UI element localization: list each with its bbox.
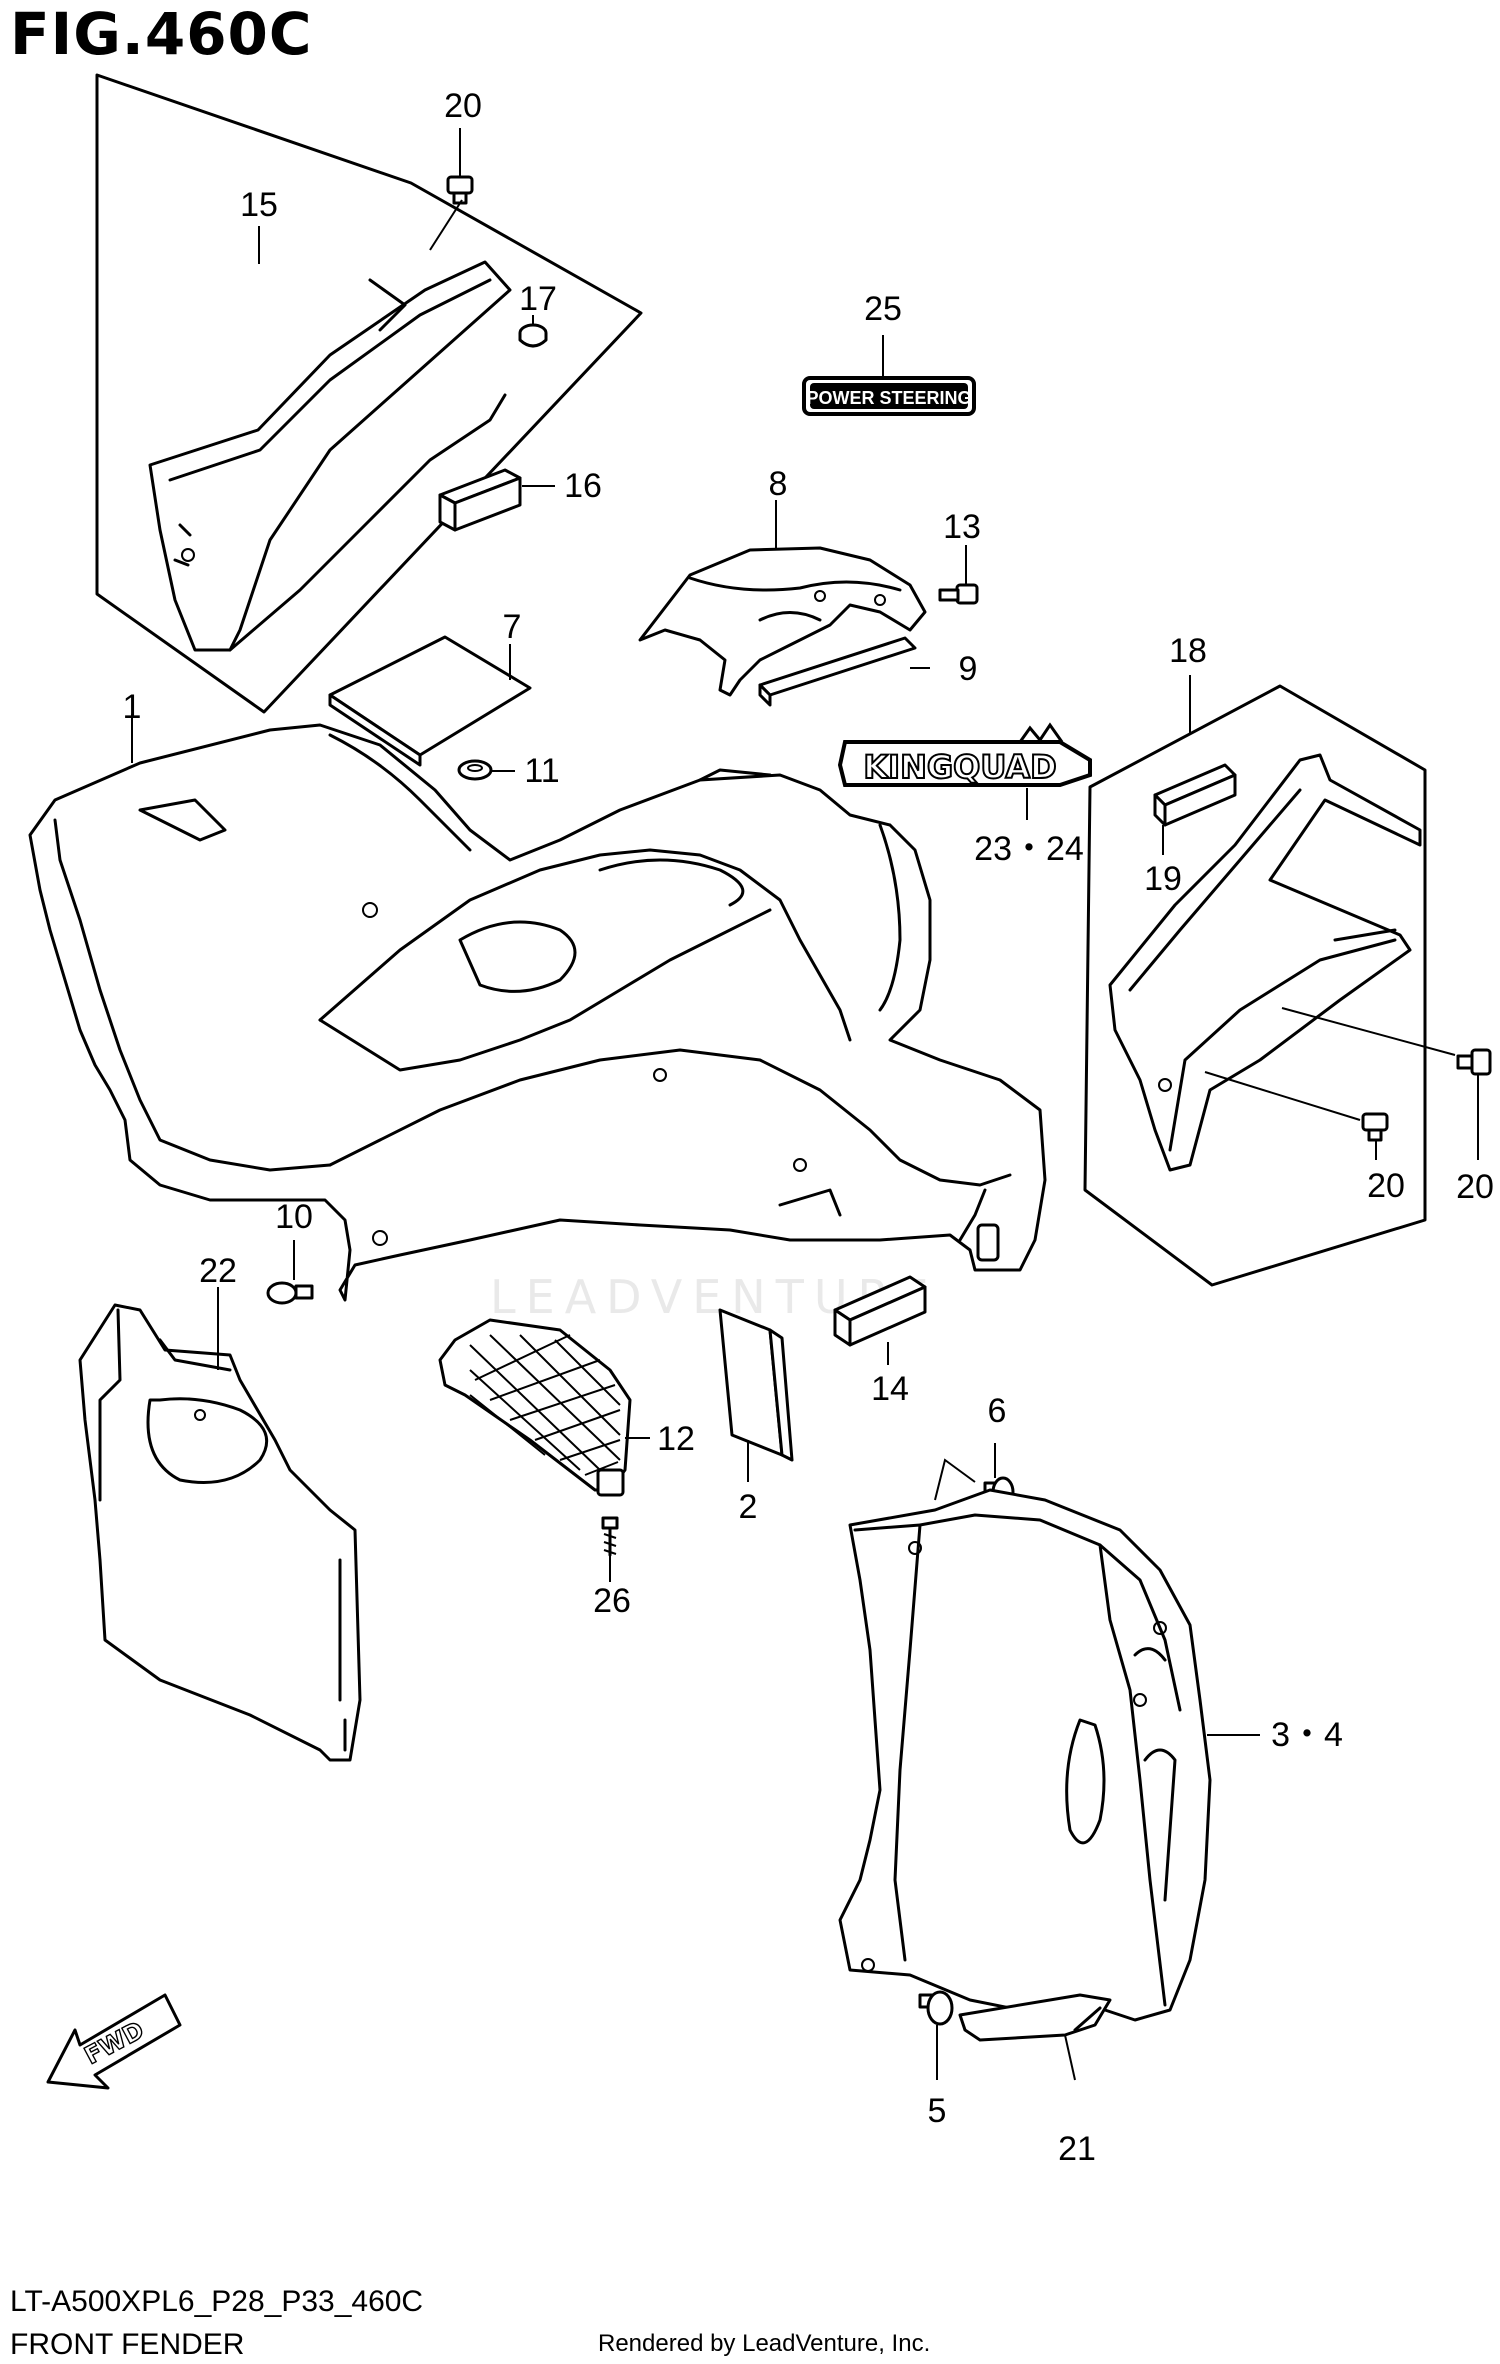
callout-8: 8 (769, 465, 788, 503)
part-15-side-panel (148, 260, 512, 652)
part-19-foam-block (1153, 763, 1237, 827)
part-18-side-panel (1108, 753, 1422, 1172)
part-3-4-mud-guard (838, 1488, 1212, 2022)
leader-lines (131, 128, 1479, 2081)
figure-title: FIG.460C (10, 0, 313, 68)
power-steering-text: POWER STEERING (806, 388, 971, 408)
part-9-pad (758, 636, 917, 707)
callout-6: 6 (988, 1392, 1007, 1430)
part-17-grommet (518, 323, 548, 348)
part-23-24-kingquad-decal: KINGQUAD (837, 722, 1092, 787)
callout-7: 7 (503, 608, 522, 646)
callout-23-24: 23・24 (974, 830, 1084, 868)
callout-5: 5 (928, 2092, 947, 2130)
part-13-bolt (938, 583, 979, 605)
callout-9: 9 (959, 650, 978, 688)
callout-11: 11 (524, 752, 559, 790)
part-25-power-steering-decal: POWER STEERING (802, 376, 976, 416)
part-21-strip (958, 1993, 1112, 2042)
part-2-pad (718, 1308, 794, 1462)
inset-box-right (1083, 684, 1427, 1287)
part-1-front-fender (28, 723, 1047, 1302)
part-10-bolt (266, 1281, 314, 1305)
callout-3-4: 3・4 (1271, 1716, 1343, 1754)
part-20-bolt-right (1456, 1048, 1492, 1076)
render-credit: Rendered by LeadVenture, Inc. (598, 2330, 931, 2357)
callout-2: 2 (739, 1488, 758, 1526)
part-7-pad (328, 635, 532, 767)
callout-19: 19 (1144, 860, 1182, 898)
callout-17: 17 (519, 280, 557, 318)
callout-16: 16 (564, 467, 602, 505)
callout-14: 14 (871, 1370, 909, 1408)
callouts: 20 15 17 16 25 8 13 9 7 11 23・24 1 18 19… (123, 87, 1494, 2168)
part-5-bolt (918, 1990, 954, 2026)
callout-26: 26 (593, 1582, 631, 1620)
callout-20-lower: 20 (1367, 1167, 1405, 1205)
callout-20-top: 20 (444, 87, 482, 125)
part-20-bolt-lower (1361, 1112, 1389, 1142)
callout-20-right: 20 (1456, 1168, 1494, 1206)
callout-21: 21 (1058, 2130, 1096, 2168)
callout-18: 18 (1169, 632, 1207, 670)
part-22-inner-shield (78, 1303, 362, 1762)
part-26-screw (601, 1516, 619, 1557)
callout-15: 15 (240, 186, 278, 224)
part-14-foam-strip (833, 1275, 927, 1347)
part-20-bolt-top (446, 175, 474, 205)
fwd-arrow: FWD (46, 1993, 182, 2090)
callout-25: 25 (864, 290, 902, 328)
part-16-foam-block (438, 468, 522, 532)
part-12-grille (438, 1318, 632, 1497)
callout-22: 22 (199, 1252, 237, 1290)
callout-12: 12 (657, 1420, 695, 1458)
figure-code: LT-A500XPL6_P28_P33_460C (10, 2285, 424, 2318)
callout-10: 10 (275, 1198, 313, 1236)
kingquad-text: KINGQUAD (863, 748, 1056, 786)
callout-13: 13 (943, 508, 981, 546)
part-11-grommet (457, 759, 493, 781)
figure-caption: FRONT FENDER (10, 2328, 245, 2361)
part-8-center-cover (638, 546, 927, 697)
callout-1: 1 (123, 688, 142, 726)
